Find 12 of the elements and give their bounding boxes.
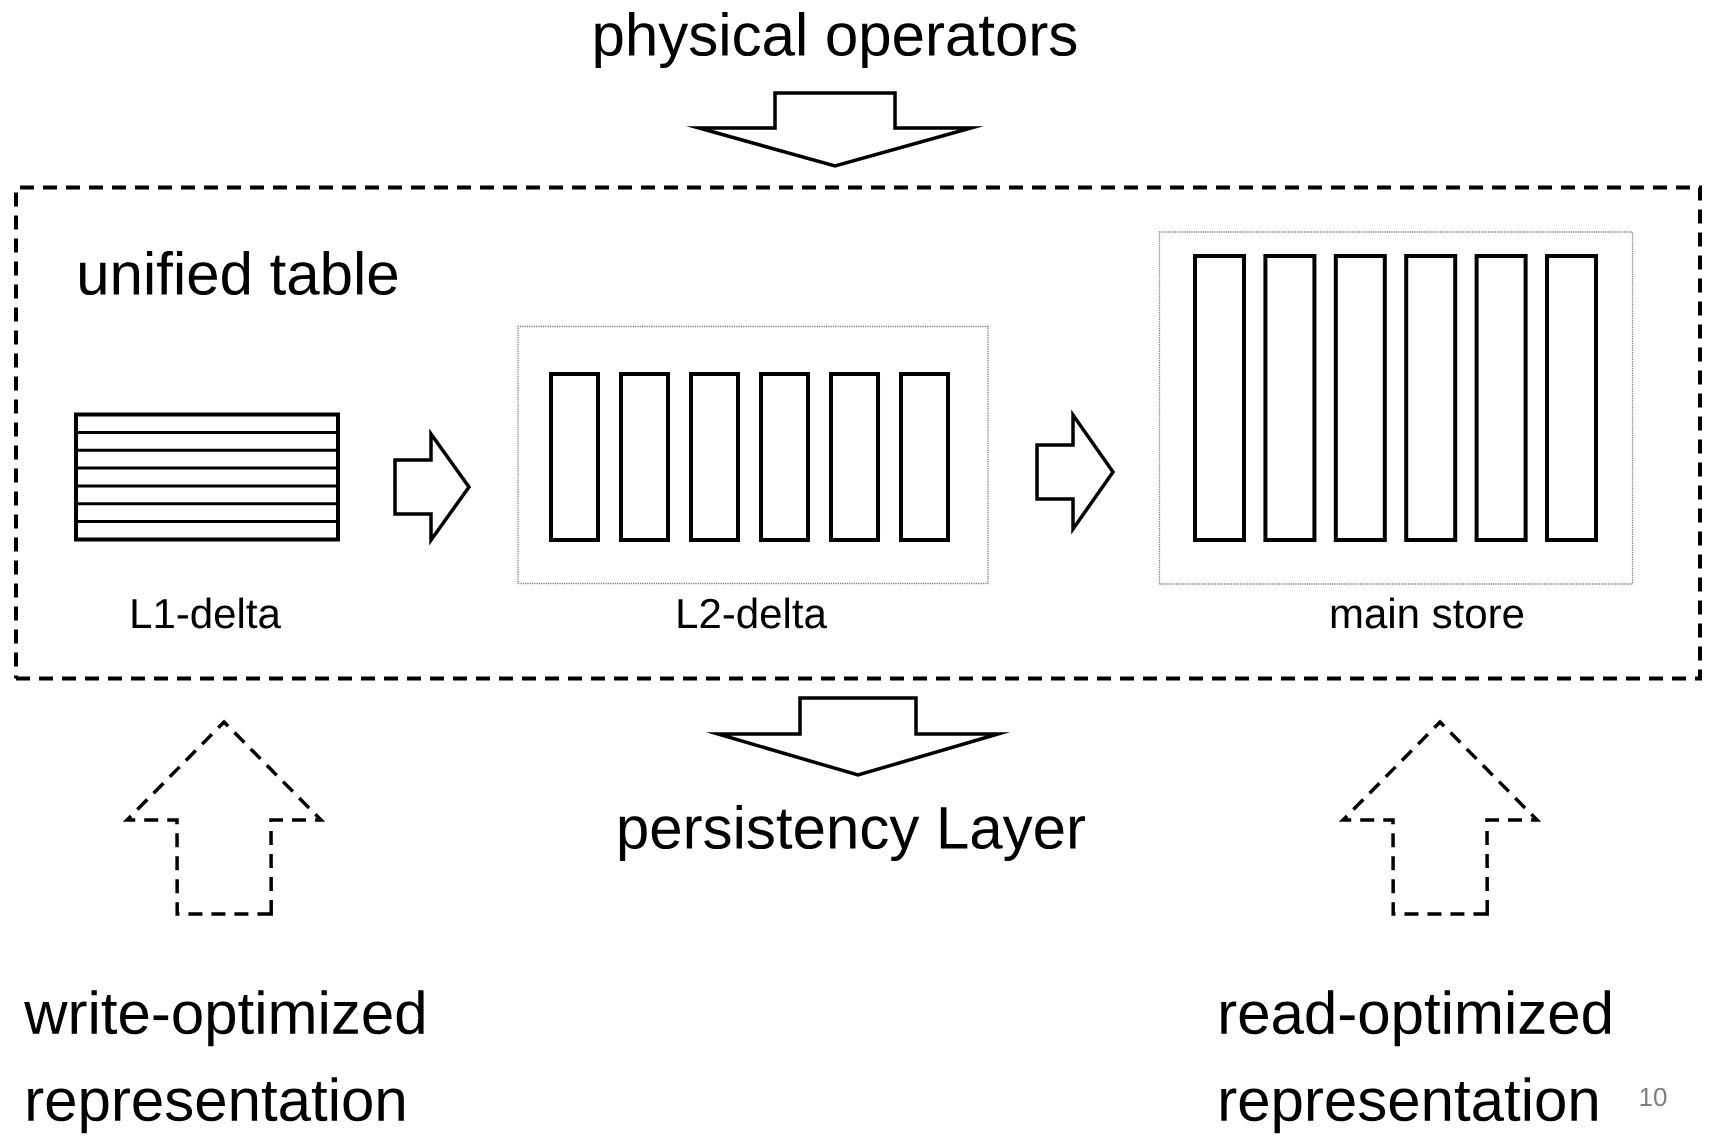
block-arrow (1035, 409, 1116, 535)
block-label: main store (1331, 597, 1524, 629)
caption-text: read-optimized representation (1221, 990, 1611, 1134)
block-label: L1-delta (132, 597, 281, 629)
caption-text: persistency Layer (619, 805, 1085, 861)
block-arrow (122, 719, 326, 916)
title-text: physical operators (595, 12, 1077, 68)
block-arrow (1338, 719, 1542, 916)
caption-text: write-optimized representation (24, 990, 424, 1134)
page-number: 10 (1640, 1087, 1667, 1107)
block-label: L2-delta (678, 597, 827, 629)
block-arrow (393, 428, 472, 546)
